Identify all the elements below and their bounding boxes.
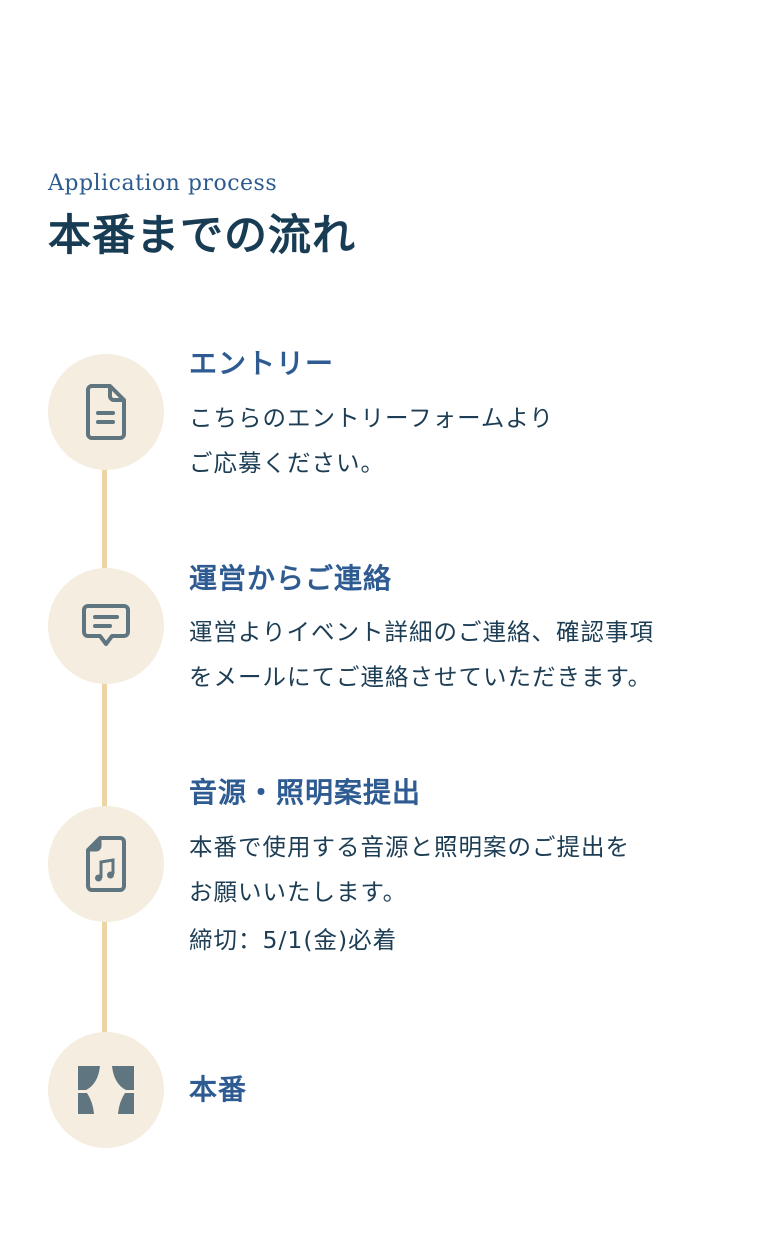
- deadline-text: 締切：5/1(金)必着: [189, 926, 398, 954]
- step-description-line: 運営よりイベント詳細のご連絡、確認事項: [189, 618, 655, 646]
- chat-message-icon: [80, 602, 132, 650]
- step-title: 音源・照明案提出: [189, 776, 422, 809]
- step-title: 本番: [189, 1073, 248, 1106]
- step-icon-circle: [48, 1032, 164, 1148]
- timeline-connector: [102, 920, 107, 1034]
- step-description-line: 本番で使用する音源と照明案のご提出を: [189, 833, 630, 861]
- step-title: エントリー: [189, 347, 335, 380]
- step-icon-circle: [48, 806, 164, 922]
- page-title: 本番までの流れ: [48, 211, 356, 261]
- step-icon-circle: [48, 354, 164, 470]
- step-description-line: こちらのエントリーフォームより: [189, 404, 554, 432]
- timeline-connector: [102, 468, 107, 570]
- stage-curtain-icon: [78, 1066, 134, 1114]
- timeline-connector: [102, 682, 107, 808]
- music-file-icon: [82, 834, 130, 894]
- step-description-line: をメールにてご連絡させていただきます。: [189, 663, 653, 691]
- step-description-line: お願いいたします。: [189, 878, 408, 906]
- section-eyebrow: Application process: [48, 171, 278, 196]
- step-icon-circle: [48, 568, 164, 684]
- step-description-line: ご応募ください。: [189, 449, 385, 477]
- step-title: 運営からご連絡: [189, 562, 393, 595]
- document-icon: [82, 382, 130, 442]
